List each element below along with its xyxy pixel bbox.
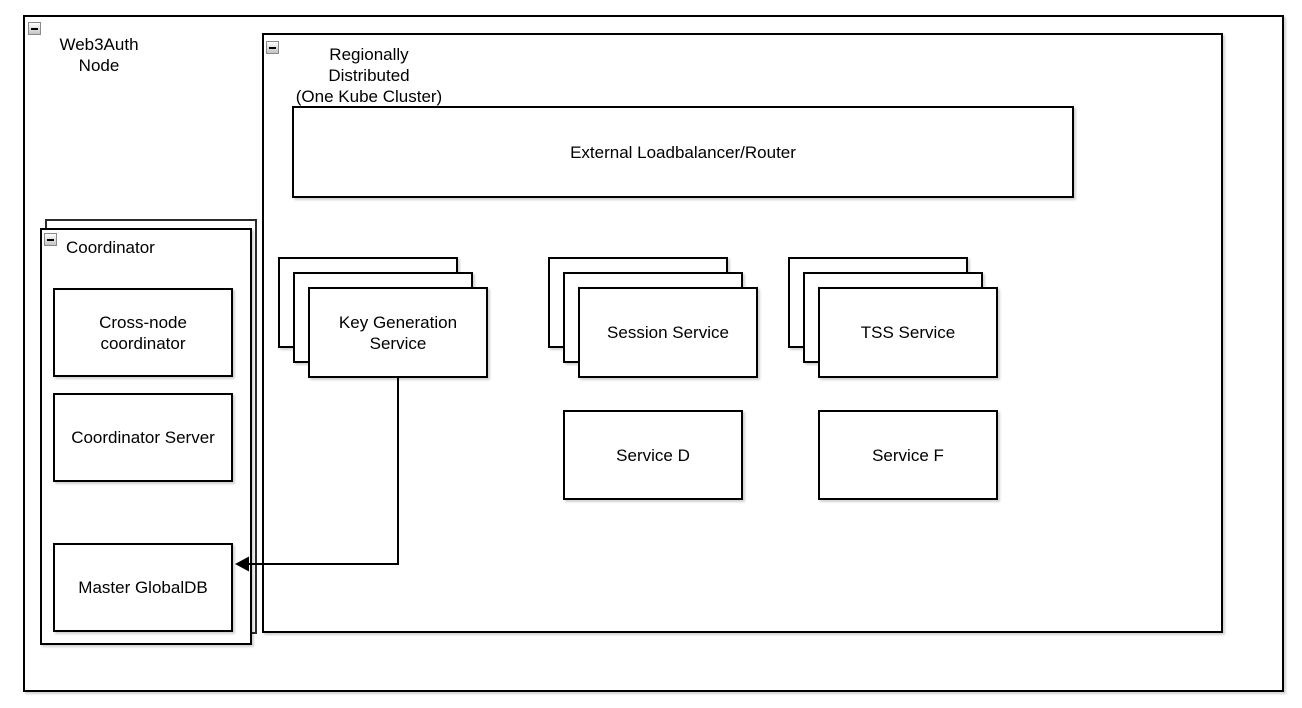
node-service-d[interactable]: Service D [563, 410, 743, 500]
collapse-minus-icon[interactable] [28, 22, 41, 35]
node-tss-service[interactable]: TSS Service [818, 287, 998, 378]
node-label: Service F [872, 445, 944, 465]
node-session-service[interactable]: Session Service [578, 287, 758, 378]
node-key-generation-service[interactable]: Key Generation Service [308, 287, 488, 378]
node-label: Session Service [607, 323, 729, 342]
node-service-f[interactable]: Service F [818, 410, 998, 500]
group-web3auth-node-label: Web3Auth Node [59, 35, 139, 75]
collapse-minus-icon[interactable] [44, 233, 57, 246]
node-master-globaldb[interactable]: Master GlobalDB [53, 543, 233, 632]
node-label: TSS Service [860, 323, 956, 342]
node-label: Service D [616, 445, 690, 465]
node-label: Coordinator Server [71, 428, 215, 447]
node-coordinator-server[interactable]: Coordinator Server [53, 393, 233, 482]
node-label: External Loadbalancer/Router [570, 142, 796, 162]
node-label: Key Generation Service [338, 312, 458, 353]
node-cross-node-coordinator[interactable]: Cross-node coordinator [53, 288, 233, 377]
group-regionally-distributed-label: Regionally Distributed (One Kube Cluster… [295, 45, 443, 106]
node-label: Master GlobalDB [78, 578, 208, 597]
node-label: Cross-node coordinator [99, 312, 187, 353]
collapse-minus-icon[interactable] [266, 41, 279, 54]
node-external-loadbalancer[interactable]: External Loadbalancer/Router [292, 106, 1074, 198]
group-coordinator-label: Coordinator [66, 238, 155, 257]
